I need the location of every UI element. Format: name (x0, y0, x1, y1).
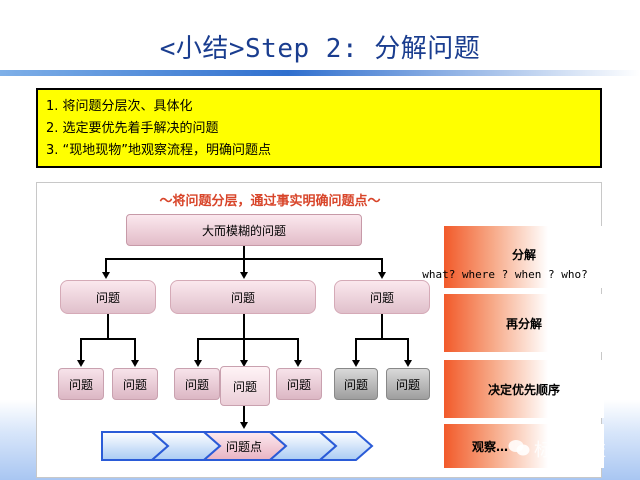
arrow-down-icon (378, 272, 386, 279)
arrow-down-icon (77, 360, 85, 367)
connector (107, 314, 109, 340)
level2-problem-1: 问题 (60, 280, 156, 314)
connector (381, 314, 383, 340)
connector (80, 338, 136, 340)
summary-item-3: 3. “现地现物”地观察流程，明确问题点 (46, 143, 272, 158)
level2-problem-3: 问题 (334, 280, 430, 314)
arrow-down-icon (131, 360, 139, 367)
connector (243, 258, 245, 272)
level3-problem-1: 问题 (58, 368, 104, 400)
summary-box: 1. 将问题分层次、具体化 2. 选定要优先着手解决的问题 3. “现地现物”地… (36, 88, 602, 168)
top-problem-box: 大而模糊的问题 (126, 214, 362, 246)
connector (134, 338, 136, 360)
connector (243, 338, 245, 360)
arrow-down-icon (240, 360, 248, 367)
watermark-text: 标杆精益 (534, 440, 606, 461)
connector (80, 338, 82, 360)
connector (243, 314, 245, 340)
step-redecompose: 再分解 (444, 294, 604, 352)
connector (105, 258, 107, 272)
level3-problem-5: 问题 (276, 368, 322, 400)
title-underline (0, 70, 640, 76)
connector (355, 338, 409, 340)
connector (407, 338, 409, 360)
wechat-icon (508, 440, 530, 456)
step-decompose-questions: what? where ? when ? who? (422, 268, 588, 281)
flow-step-5 (317, 431, 374, 461)
connector (297, 338, 299, 360)
connector (243, 246, 245, 260)
summary-item-2: 2. 选定要优先着手解决的问题 (46, 121, 219, 136)
level3-problem-6: 问题 (334, 368, 378, 400)
connector (355, 338, 357, 360)
arrow-down-icon (240, 422, 248, 429)
connector (381, 258, 383, 272)
arrow-down-icon (102, 272, 110, 279)
diagram-subtitle: ～将问题分层，通过事实明确问题点～ (159, 194, 381, 209)
arrow-down-icon (194, 360, 202, 367)
summary-item-1: 1. 将问题分层次、具体化 (46, 99, 193, 114)
level2-problem-2: 问题 (170, 280, 316, 314)
arrow-down-icon (240, 272, 248, 279)
focus-label: 问题点 (225, 439, 262, 454)
level3-problem-2: 问题 (112, 368, 158, 400)
connector (197, 338, 299, 340)
step-decompose: 分解 (444, 226, 604, 288)
level3-problem-selected: 问题 (220, 366, 270, 406)
arrow-down-icon (352, 360, 360, 367)
process-flow (101, 431, 374, 461)
connector (197, 338, 199, 360)
arrow-down-icon (404, 360, 412, 367)
arrow-down-icon (294, 360, 302, 367)
step-prioritize: 决定优先顺序 (444, 360, 604, 418)
slide-title: <小结>Step 2: 分解问题 (159, 34, 481, 64)
connector (243, 406, 245, 424)
level3-problem-7: 问题 (386, 368, 430, 400)
level3-problem-3: 问题 (174, 368, 220, 400)
